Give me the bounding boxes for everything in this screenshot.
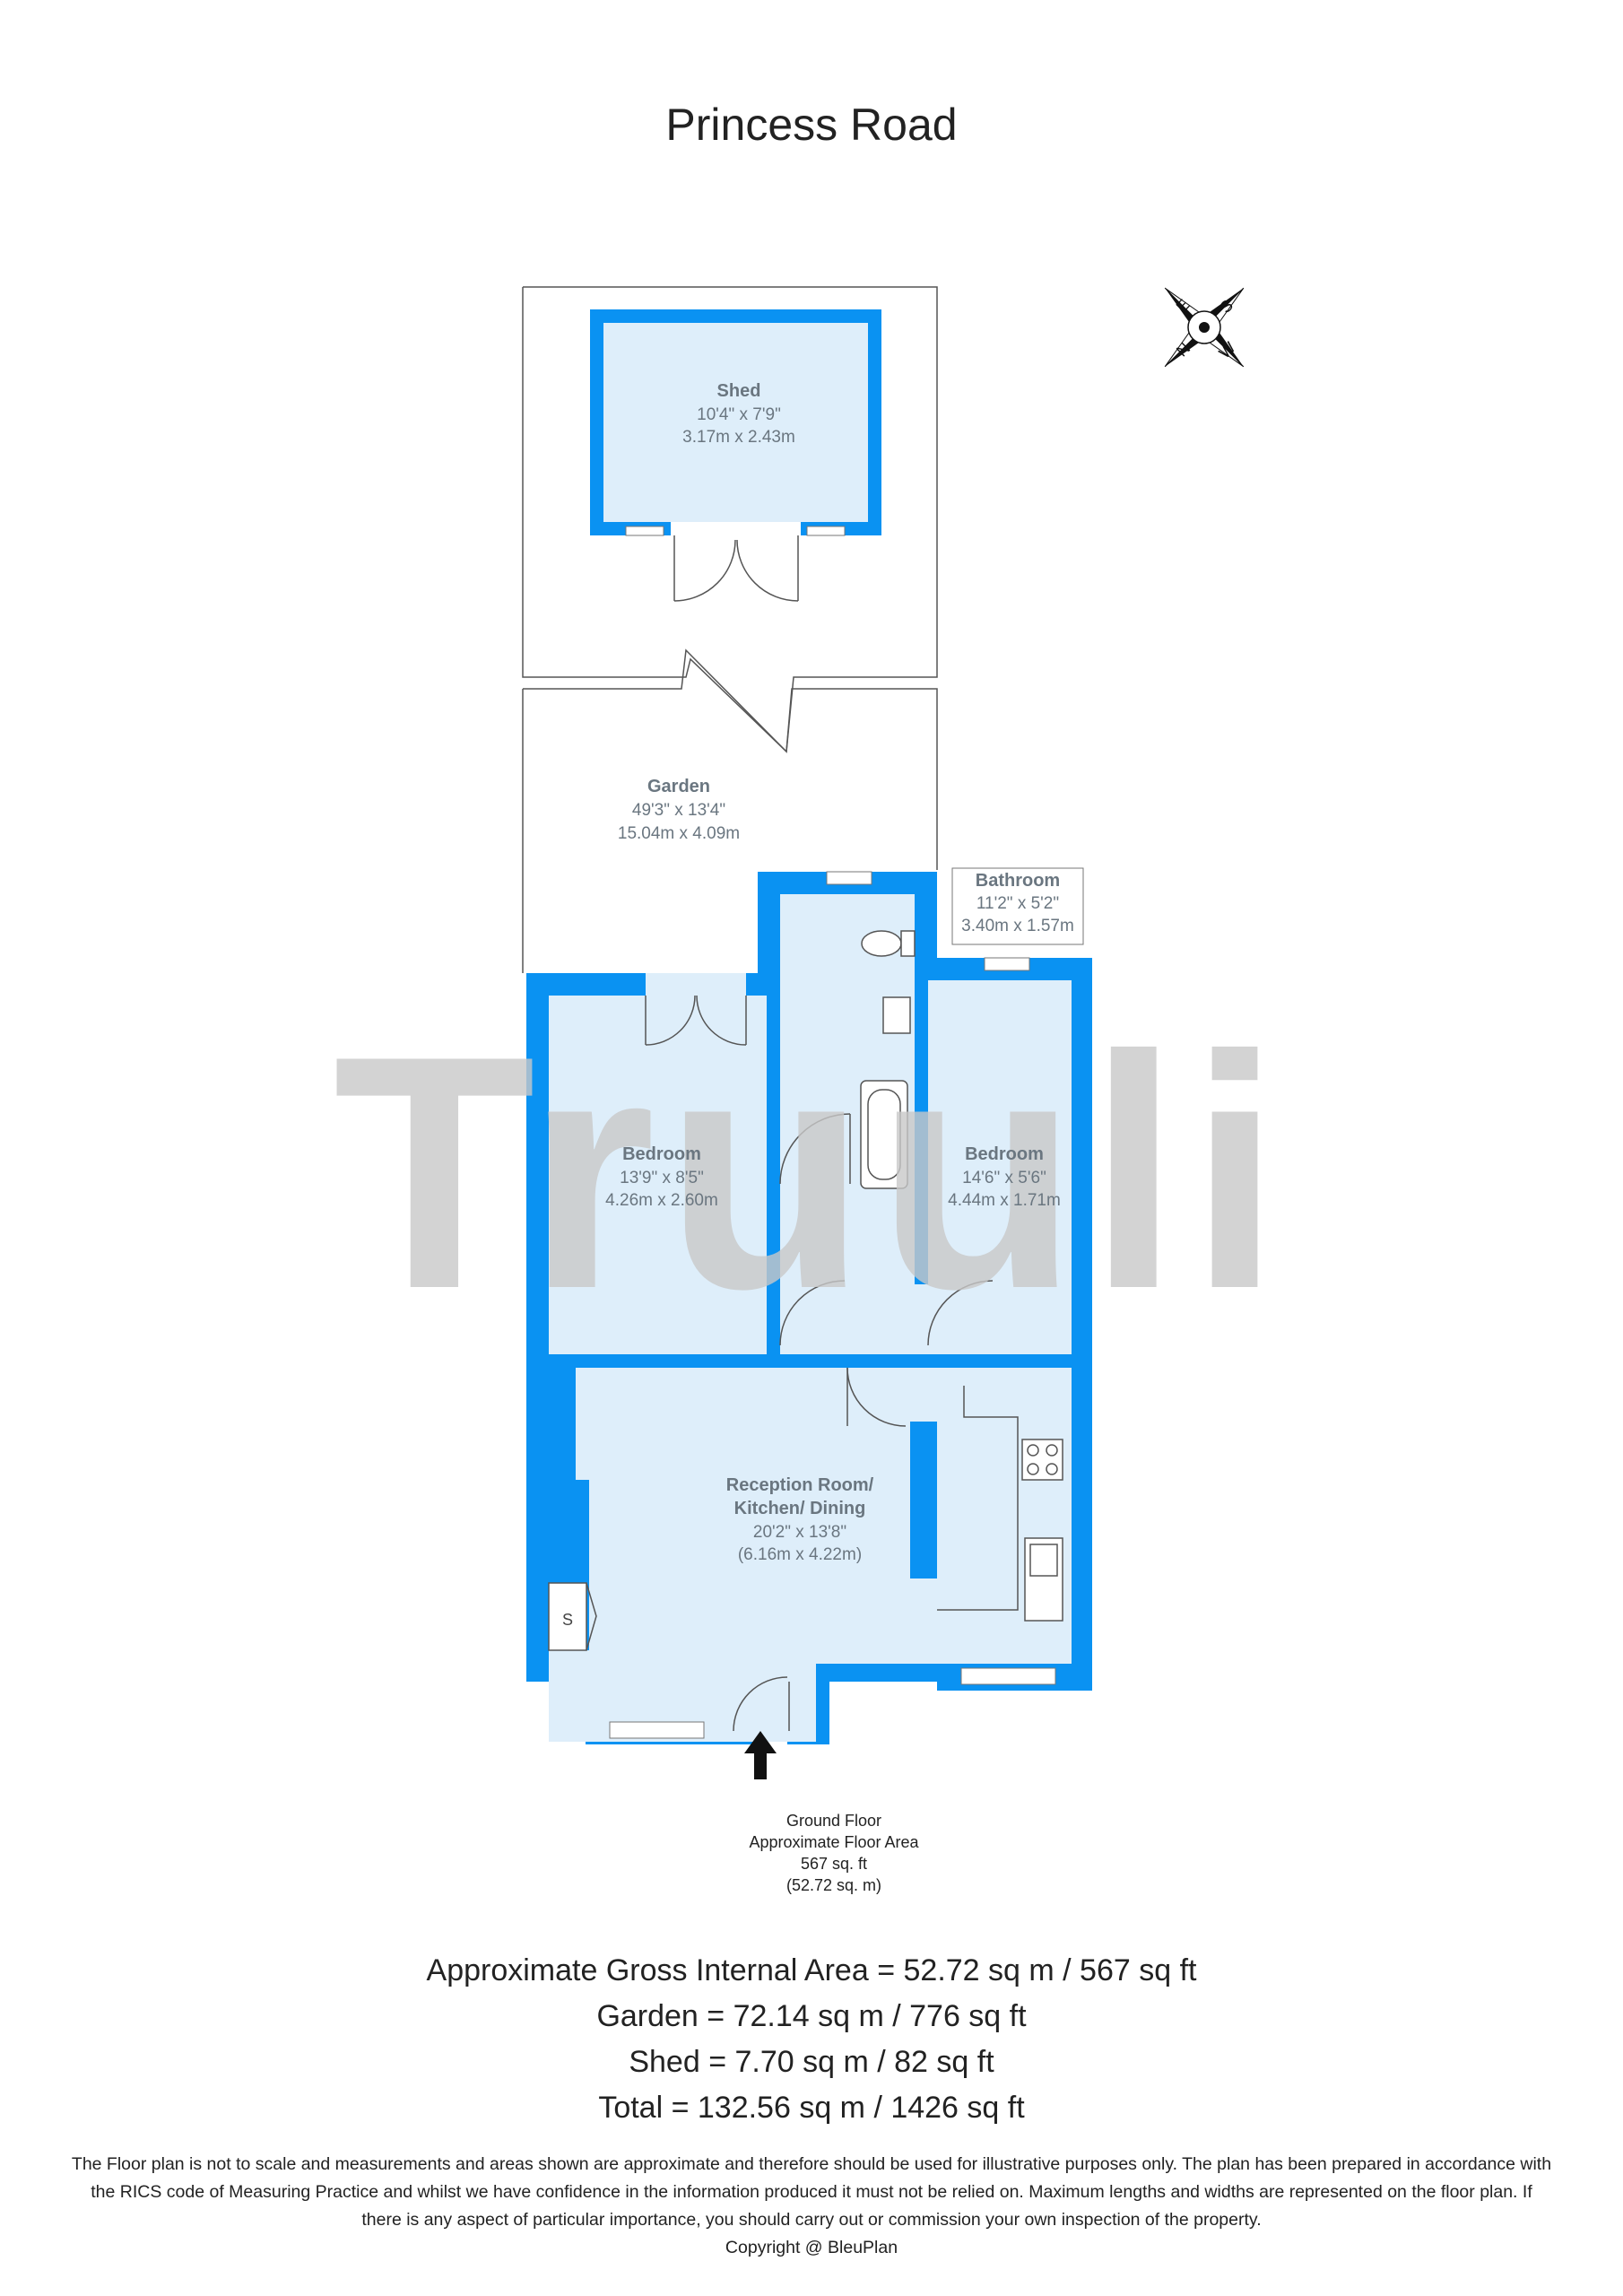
bedroom-1-imperial: 13'9" x 8'5"	[620, 1169, 704, 1187]
toilet-icon	[861, 930, 902, 957]
bedroom-2-floor	[928, 980, 1072, 1285]
bedroom-1-metric: 4.26m x 2.60m	[605, 1191, 718, 1210]
floor-caption-line2: Approximate Floor Area	[749, 1833, 919, 1851]
compass-icon: E S N W	[1164, 287, 1245, 368]
reception-metric: (6.16m x 4.22m)	[738, 1545, 862, 1564]
doors	[645, 973, 994, 1732]
garden-metric: 15.04m x 4.09m	[618, 824, 740, 843]
disclaimer-line3: there is any aspect of particular import…	[361, 2210, 1262, 2230]
garden-imperial: 49'3" x 13'4"	[632, 801, 725, 820]
cupboard-label: S	[562, 1611, 573, 1629]
reception-floor-left	[549, 1368, 910, 1664]
watermark: Truuli	[333, 987, 1289, 1358]
hob-icon	[1021, 1439, 1063, 1481]
bedroom-1-floor	[549, 996, 767, 1354]
shed-name: Shed	[717, 381, 761, 401]
floor-caption: Ground Floor Approximate Floor Area 567 …	[699, 1810, 968, 1896]
windows	[609, 871, 1056, 1739]
shed-metric: 3.17m x 2.43m	[682, 428, 795, 447]
copyright: Copyright @ BleuPlan	[725, 2238, 898, 2257]
bedroom-2-metric: 4.44m x 1.71m	[948, 1191, 1061, 1210]
bedroom-2-name: Bedroom	[965, 1144, 1044, 1164]
floor-caption-line3: 567 sq. ft	[800, 1855, 868, 1873]
bedroom-2-imperial: 14'6" x 5'6"	[962, 1169, 1046, 1187]
gross-area: Approximate Gross Internal Area = 52.72 …	[426, 1953, 1197, 1987]
garden-area-summary: Garden = 72.14 sq m / 776 sq ft	[596, 1999, 1027, 2033]
reception-imperial: 20'2" x 13'8"	[753, 1523, 846, 1542]
cupboard: S	[548, 1582, 597, 1651]
disclaimer-line2: the RICS code of Measuring Practice and …	[91, 2182, 1532, 2202]
garden-area	[522, 286, 938, 973]
bathroom-label-box	[951, 867, 1084, 945]
kitchen-fixtures	[937, 1386, 1063, 1622]
bedroom-1-name: Bedroom	[622, 1144, 701, 1164]
floor-caption-line1: Ground Floor	[785, 1812, 882, 1830]
garden-name: Garden	[647, 777, 710, 796]
reception-name-2: Kitchen/ Dining	[734, 1499, 866, 1518]
reception-name-1: Reception Room/	[726, 1475, 874, 1495]
shed-double-door	[673, 535, 799, 602]
floor-caption-line4: (52.72 sq. m)	[785, 1876, 882, 1894]
bathroom-fixtures	[860, 930, 916, 1189]
total-area: Total = 132.56 sq m / 1426 sq ft	[598, 2091, 1025, 2125]
bathroom-metric: 3.40m x 1.57m	[961, 917, 1074, 935]
shed	[590, 309, 881, 602]
room-labels: Shed 10'4" x 7'9" 3.17m x 2.43m Garden 4…	[605, 381, 1074, 1564]
disclaimer-line1: The Floor plan is not to scale and measu…	[71, 2154, 1552, 2174]
entrance-arrow-icon	[744, 1731, 777, 1779]
hallway-floor	[780, 1284, 1072, 1354]
sink-icon	[882, 996, 911, 1034]
area-summary: Approximate Gross Internal Area = 52.72 …	[0, 1948, 1623, 2131]
bathroom-name: Bathroom	[976, 871, 1060, 891]
shed-imperial: 10'4" x 7'9"	[697, 405, 781, 424]
disclaimer: The Floor plan is not to scale and measu…	[0, 2151, 1623, 2262]
page-title: Princess Road	[665, 100, 958, 150]
shed-area-summary: Shed = 7.70 sq m / 82 sq ft	[629, 2045, 994, 2079]
bathroom-imperial: 11'2" x 5'2"	[976, 894, 1059, 913]
